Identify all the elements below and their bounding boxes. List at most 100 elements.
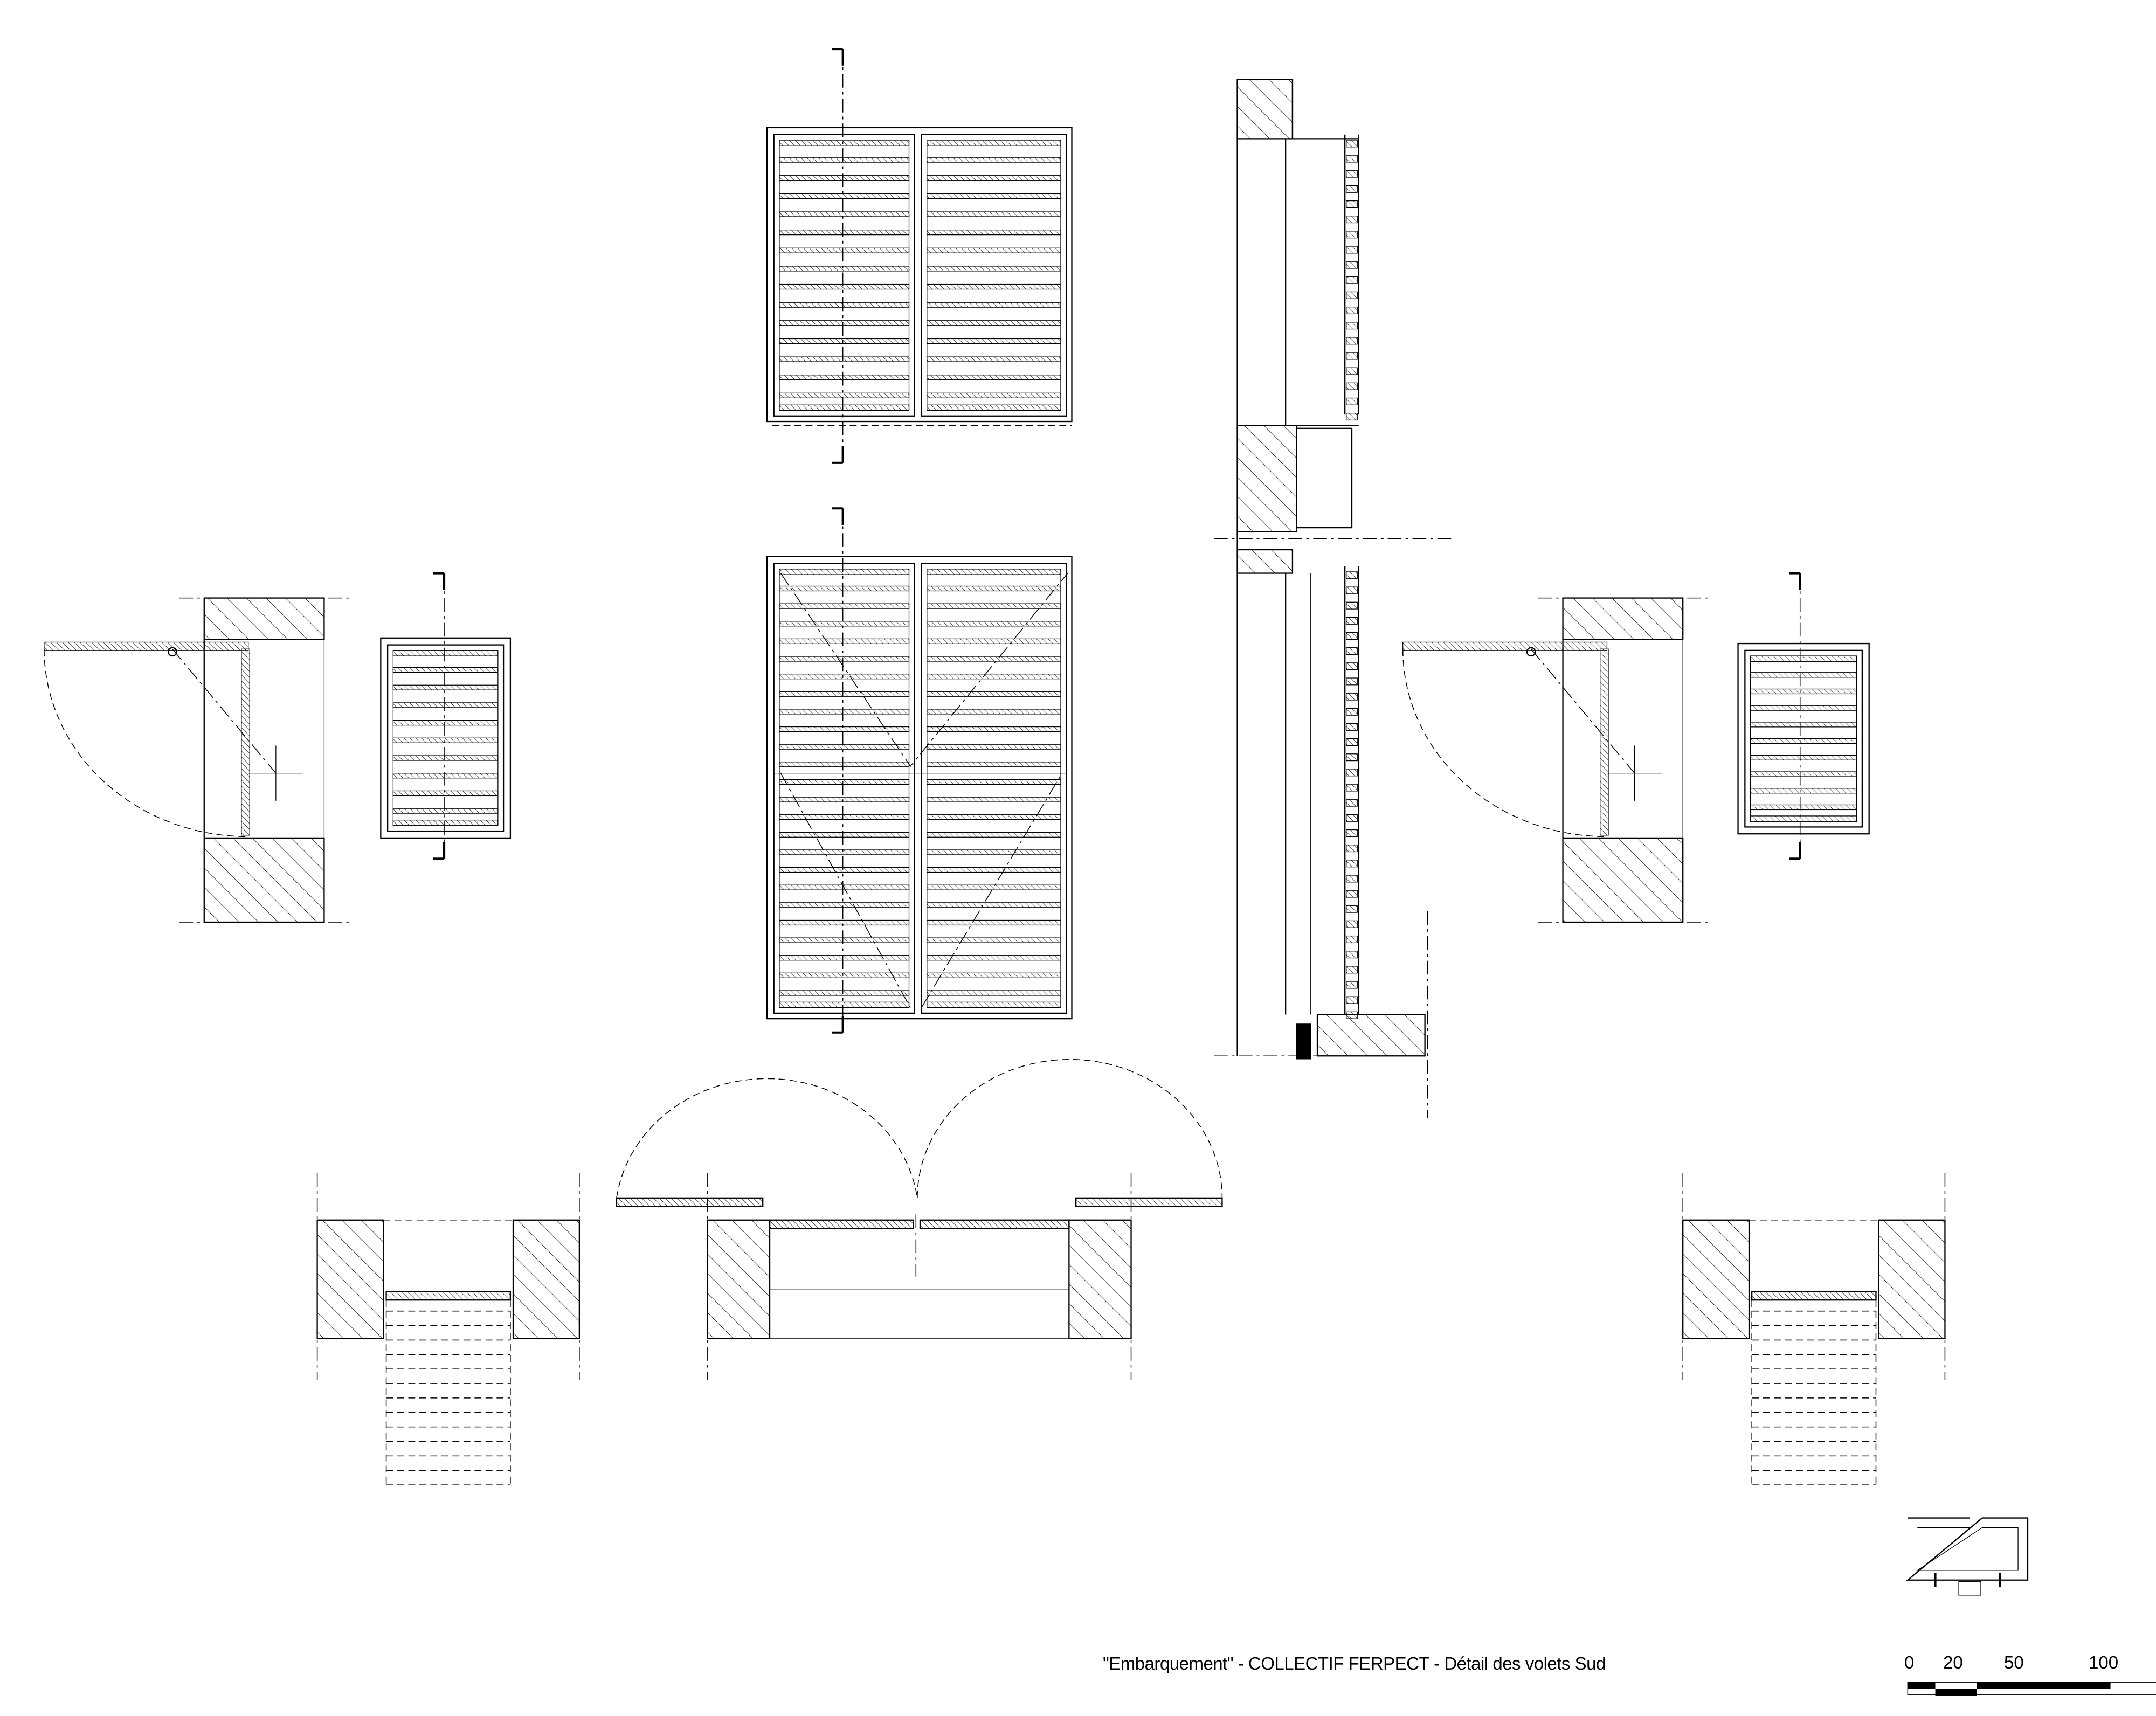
slat xyxy=(779,726,910,732)
wall-hatch xyxy=(1562,597,1684,640)
top-rail xyxy=(779,569,910,575)
slat-section xyxy=(1346,677,1358,686)
shutter-frame xyxy=(921,563,1067,1014)
open-leaf xyxy=(1075,1197,1223,1207)
slat xyxy=(779,972,910,978)
slat-section xyxy=(1346,246,1358,254)
small-shutter-frame xyxy=(380,637,512,839)
slat xyxy=(927,709,1061,715)
slat xyxy=(779,638,910,645)
pivot-line xyxy=(172,648,277,774)
slat xyxy=(927,266,1061,272)
slat xyxy=(392,790,499,797)
closed-leaf xyxy=(769,1219,914,1229)
slat xyxy=(779,937,910,943)
shutter-plan xyxy=(1751,1291,1877,1301)
scale-label-100: 100 xyxy=(2089,1652,2119,1672)
swing-arc xyxy=(616,1078,918,1198)
slat xyxy=(1750,771,1857,777)
slat-section xyxy=(1346,693,1358,701)
slat xyxy=(1750,688,1857,695)
wall-hatch xyxy=(1682,1219,1750,1340)
slat xyxy=(927,902,1061,908)
opening-diagonal xyxy=(780,573,1068,767)
slat xyxy=(927,247,1061,253)
slat xyxy=(927,674,1061,680)
slat-section xyxy=(1346,647,1358,655)
shutter-elevation-large xyxy=(766,507,1073,1034)
key-plan-door xyxy=(1958,1581,1981,1596)
shutter-frame xyxy=(386,644,505,832)
top-rail xyxy=(927,569,1061,575)
slat xyxy=(779,902,910,908)
slat xyxy=(392,773,499,779)
bottom-rail xyxy=(927,1001,1061,1008)
slat xyxy=(1750,672,1857,678)
slat xyxy=(927,283,1061,290)
slat xyxy=(927,937,1061,943)
slat xyxy=(779,656,910,662)
scale-label-0: 0 xyxy=(1904,1652,1915,1672)
slat-section xyxy=(1346,261,1358,269)
swing-arc xyxy=(44,649,248,838)
slat-section xyxy=(1346,382,1358,390)
slat-section xyxy=(1346,337,1358,345)
wall-hatch xyxy=(203,597,325,640)
slat xyxy=(779,674,910,680)
bottom-rail xyxy=(779,1001,910,1008)
slat xyxy=(927,211,1061,217)
slat-section xyxy=(1346,769,1358,777)
slat-section xyxy=(1346,890,1358,898)
slat-section xyxy=(1346,1011,1358,1019)
slat xyxy=(779,283,910,290)
wall-hatch xyxy=(203,837,325,923)
slat-section xyxy=(1346,200,1358,208)
slat-section xyxy=(1346,276,1358,284)
slat xyxy=(927,762,1061,767)
slat-section xyxy=(1346,920,1358,928)
slat xyxy=(927,726,1061,732)
slat-section xyxy=(1346,723,1358,731)
slat-section xyxy=(1346,829,1358,837)
slat xyxy=(779,990,910,996)
slat xyxy=(779,356,910,362)
slat xyxy=(927,338,1061,344)
scale-label-20: 20 xyxy=(1943,1652,1963,1672)
slat xyxy=(1750,788,1857,794)
drawing-caption: "Embarquement" - COLLECTIF FERPECT - Dét… xyxy=(1103,1653,1606,1673)
slat-section xyxy=(1346,981,1358,989)
slat-section xyxy=(1346,738,1358,746)
slat xyxy=(927,193,1061,199)
slat-section xyxy=(1346,571,1358,579)
slat xyxy=(927,972,1061,978)
swing-arc xyxy=(1402,649,1607,838)
pivot-line xyxy=(1531,648,1635,774)
shutter-frame xyxy=(773,134,915,417)
slat xyxy=(779,266,910,272)
slat xyxy=(779,320,910,326)
slat xyxy=(927,375,1061,380)
slat xyxy=(779,867,910,873)
bottom-rail xyxy=(779,404,910,411)
slat xyxy=(927,919,1061,926)
slat xyxy=(392,737,499,743)
slat-section xyxy=(1346,170,1358,178)
slat-section xyxy=(1346,905,1358,913)
slat-section xyxy=(1346,216,1358,224)
slat-section xyxy=(1346,753,1358,762)
slat xyxy=(927,849,1061,855)
slat xyxy=(927,779,1061,785)
slat xyxy=(927,585,1061,592)
shutter-outer-frame xyxy=(766,556,1073,1020)
slat xyxy=(779,955,910,961)
scale-bar xyxy=(1907,1682,2156,1696)
key-plan xyxy=(1906,1517,2029,1596)
slat xyxy=(927,356,1061,362)
slat-section xyxy=(1346,845,1358,853)
slat xyxy=(779,157,910,163)
slat-section xyxy=(1346,951,1358,959)
wall-hatch xyxy=(512,1219,581,1340)
slat-section xyxy=(1346,306,1358,315)
slat-section xyxy=(1346,799,1358,807)
